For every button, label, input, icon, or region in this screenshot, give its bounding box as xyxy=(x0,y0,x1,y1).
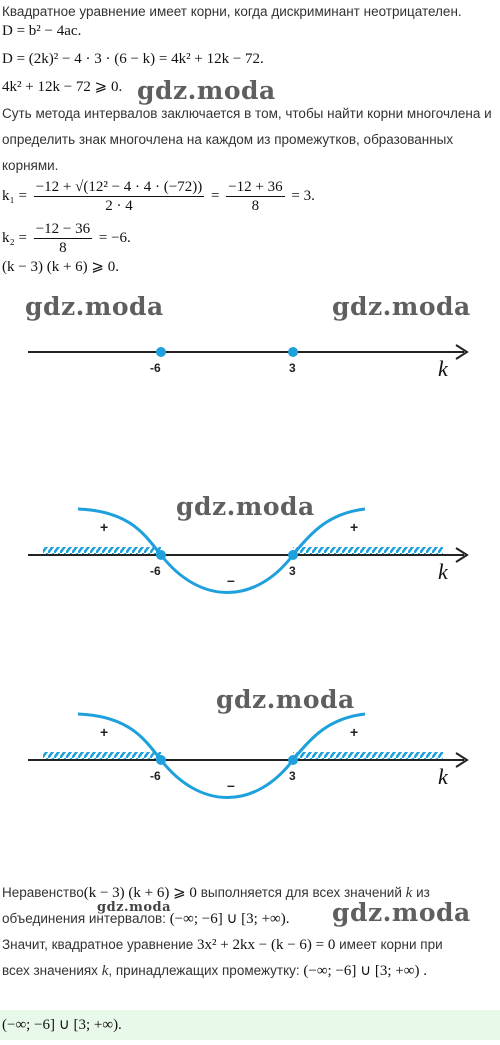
sign-curve xyxy=(77,507,366,594)
concl-2-math: (−∞; −6] ∪ [3; +∞). xyxy=(169,911,290,927)
concl-1a: Неравенство xyxy=(2,885,84,900)
factored-inequality: (k − 3) (k + 6) ⩾ 0. xyxy=(2,259,119,275)
k1-lhs: k₁ = xyxy=(2,187,27,204)
disc-formula: D = b² − 4ac. xyxy=(2,23,82,39)
k2-lhs: k₂ = xyxy=(2,229,27,246)
concl-1c: из xyxy=(416,885,430,900)
k2-fraction: −12 − 36 8 xyxy=(33,220,93,257)
method-line-1: Суть метода интервалов заключается в том… xyxy=(2,106,492,121)
conclusion-line-1: Неравенство(k − 3) (k + 6) ⩾ 0 выполняет… xyxy=(2,883,430,903)
k1-denominator-2: 8 xyxy=(251,198,260,214)
sign-chart-1: + + – -6 3 k xyxy=(28,507,469,594)
intro-line: Квадратное уравнение имеет корни, когда … xyxy=(2,4,462,19)
concl-4-math: (−∞; −6] ∪ [3; +∞) . xyxy=(303,963,427,979)
k2-formula: k₂ = −12 − 36 8 = −6. xyxy=(2,220,131,257)
concl-1-k: k xyxy=(405,885,413,901)
k1-result: = 3. xyxy=(291,187,315,204)
watermark: gdz.moda xyxy=(176,492,315,521)
point-3 xyxy=(288,347,298,357)
concl-4b: , принадлежащих промежутку: xyxy=(108,963,300,978)
k1-denominator: 2 · 4 xyxy=(105,198,133,214)
k1-numerator-2: −12 + 36 xyxy=(226,179,285,197)
axis-label-k: k xyxy=(438,764,449,789)
k1-formula: k₁ = −12 + √(12² − 4 · 4 · (−72)) 2 · 4 … xyxy=(2,178,315,215)
hatch-left xyxy=(43,547,161,555)
watermark: gdz.moda xyxy=(137,76,276,105)
sign-minus: – xyxy=(227,777,235,793)
concl-1b: выполняется для всех значений xyxy=(200,885,402,900)
inequality: 4k² + 12k − 72 ⩾ 0. xyxy=(2,79,123,95)
k1-equals: = xyxy=(211,187,220,204)
sign-plus-left: + xyxy=(100,519,108,535)
label-minus-6: -6 xyxy=(150,564,161,578)
concl-3-math: 3x² + 2kx − (k − 6) = 0 xyxy=(197,937,336,953)
answer-box: (−∞; −6] ∪ [3; +∞). xyxy=(0,1010,500,1040)
label-minus-6: -6 xyxy=(150,361,161,375)
concl-2a: объединения интервалов: xyxy=(2,911,166,926)
k1-numerator: −12 + √(12² − 4 · 4 · (−72)) xyxy=(33,179,205,197)
axis-label-k: k xyxy=(438,356,449,380)
label-minus-6: -6 xyxy=(150,769,161,783)
sign-chart-2: + + – -6 3 k xyxy=(28,712,469,799)
point-3 xyxy=(288,755,298,765)
watermark: gdz.moda xyxy=(332,292,471,321)
k2-denominator: 8 xyxy=(59,240,67,256)
hatch-left xyxy=(43,752,161,760)
sign-plus-right: + xyxy=(350,724,358,740)
point-3 xyxy=(288,550,298,560)
number-line-1: -6 3 k xyxy=(28,344,469,380)
concl-1-math: (k − 3) (k + 6) ⩾ 0 xyxy=(83,885,197,901)
sign-plus-left: + xyxy=(100,724,108,740)
method-line-3: корнями. xyxy=(2,158,59,173)
k2-numerator: −12 − 36 xyxy=(33,221,93,239)
watermark: gdz.moda xyxy=(216,685,355,714)
conclusion-line-4: всех значениях k, принадлежащих промежут… xyxy=(2,961,427,981)
point-minus-6 xyxy=(156,347,166,357)
watermark: gdz.moda xyxy=(332,898,471,927)
k1-fraction-2: −12 + 36 8 xyxy=(226,178,285,215)
sign-minus: – xyxy=(227,572,235,588)
label-3: 3 xyxy=(289,361,296,375)
k1-fraction: −12 + √(12² − 4 · 4 · (−72)) 2 · 4 xyxy=(33,178,205,215)
watermark: gdz.moda xyxy=(97,900,172,915)
concl-3a: Значит, квадратное уравнение xyxy=(2,937,194,952)
sign-curve xyxy=(77,712,366,799)
axis-arrow xyxy=(455,752,469,768)
label-3: 3 xyxy=(289,769,296,783)
axis-label-k: k xyxy=(438,559,449,584)
axis-arrow xyxy=(455,547,469,563)
k2-result: = −6. xyxy=(98,229,131,246)
point-minus-6 xyxy=(156,550,166,560)
watermark: gdz.moda xyxy=(25,292,164,321)
concl-4a: всех значениях xyxy=(2,963,98,978)
hatch-right xyxy=(293,752,443,760)
hatch-right xyxy=(293,547,443,555)
disc-calc: D = (2k)² − 4 · 3 · (6 − k) = 4k² + 12k … xyxy=(2,51,264,67)
method-line-2: определить знак многочлена на каждом из … xyxy=(2,132,454,147)
sign-plus-right: + xyxy=(350,519,358,535)
label-3: 3 xyxy=(289,564,296,578)
concl-4-k: k xyxy=(101,963,109,979)
concl-3b: имеет корни при xyxy=(339,937,443,952)
answer-text: (−∞; −6] ∪ [3; +∞). xyxy=(2,1017,122,1033)
conclusion-line-3: Значит, квадратное уравнение 3x² + 2kx −… xyxy=(2,935,443,955)
conclusion-line-2: объединения интервалов: (−∞; −6] ∪ [3; +… xyxy=(2,909,290,929)
point-minus-6 xyxy=(156,755,166,765)
axis-arrow xyxy=(455,344,469,360)
